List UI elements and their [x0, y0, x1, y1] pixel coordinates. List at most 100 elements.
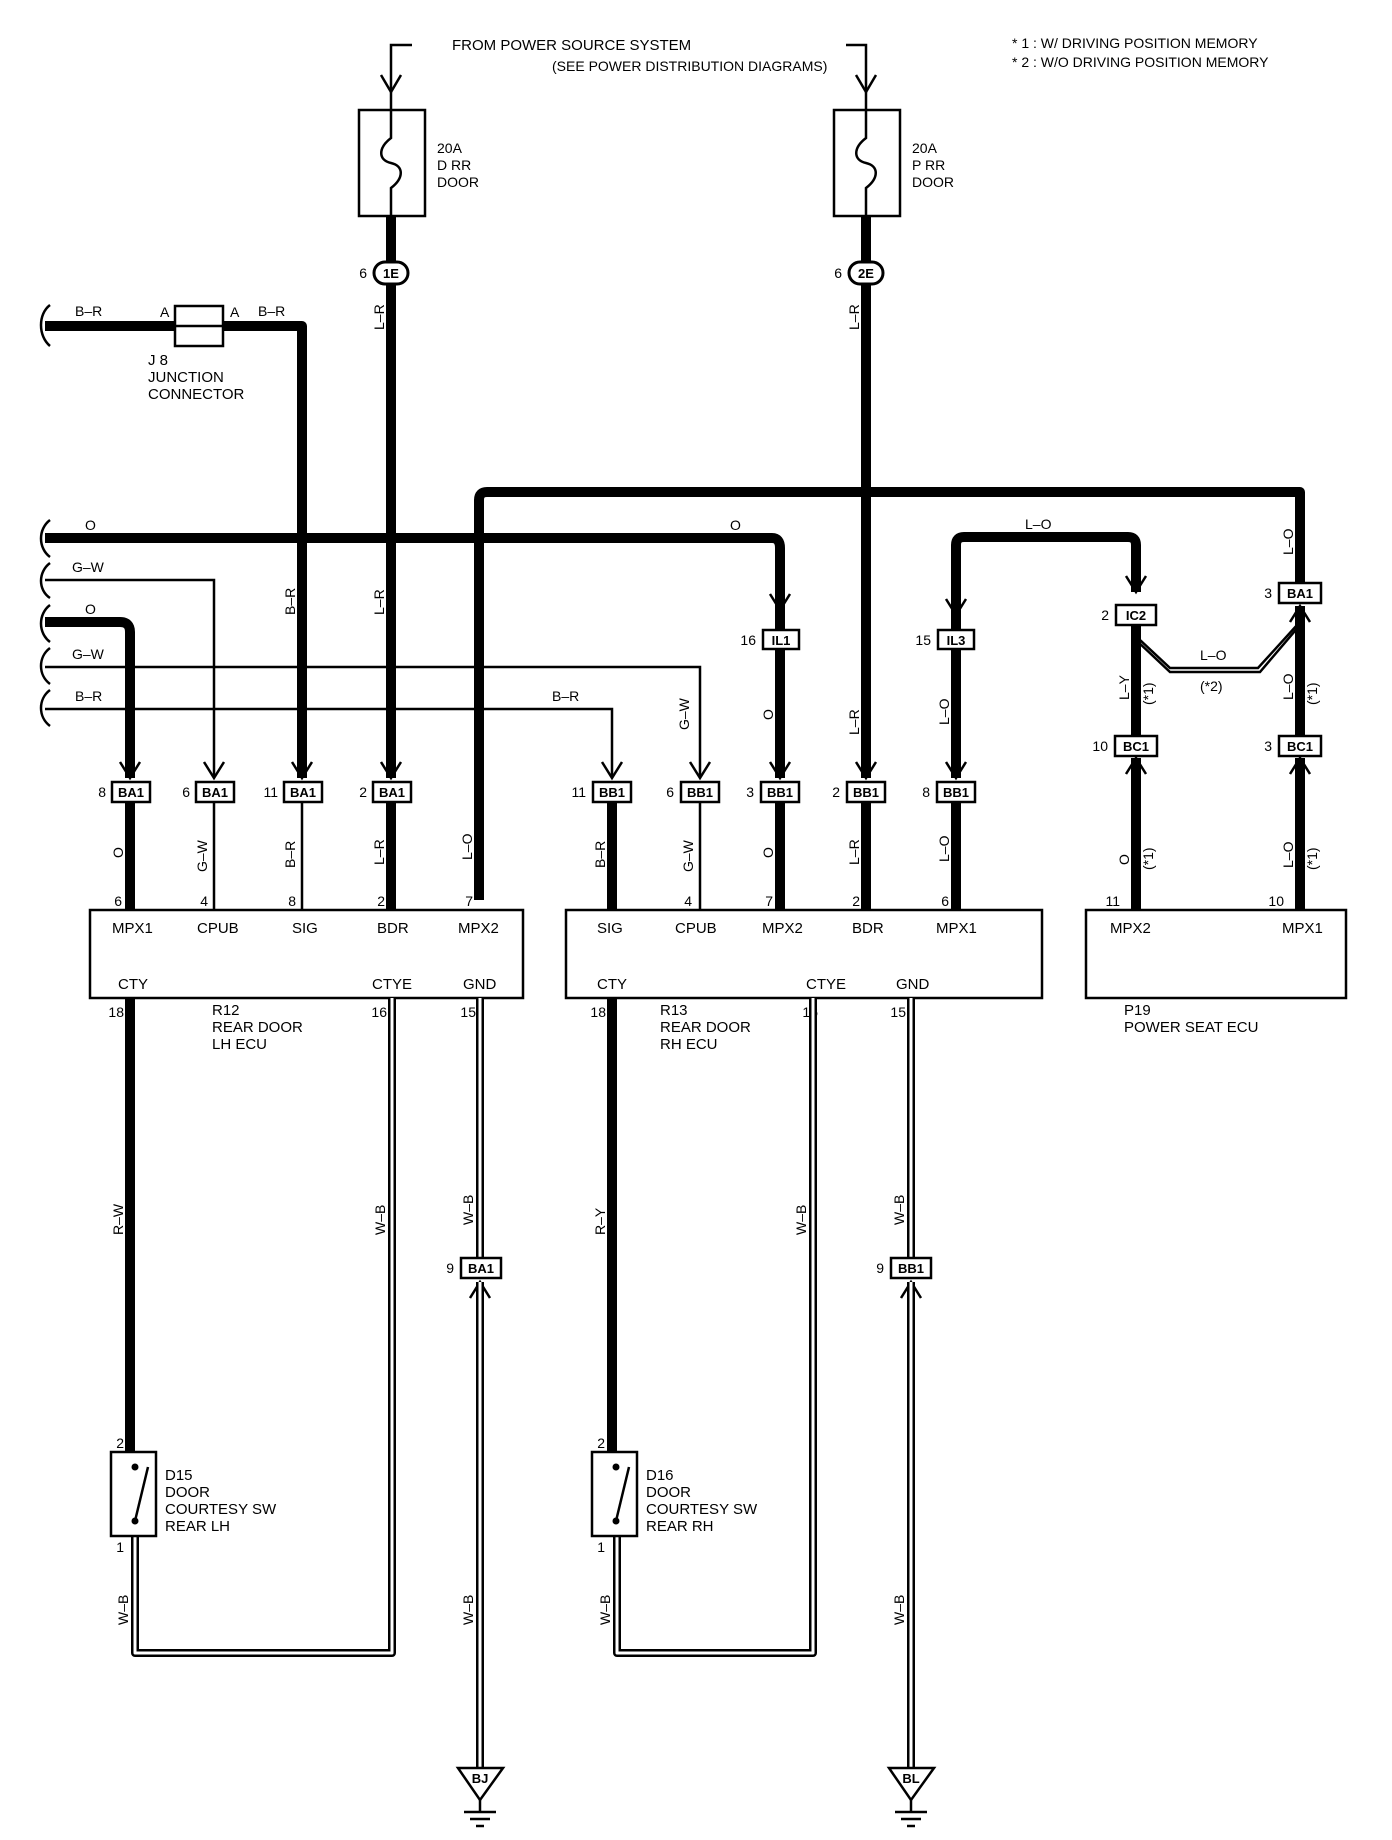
note-no-driving-memory: * 2 : W/O DRIVING POSITION MEMORY: [1012, 54, 1269, 70]
svg-text:BA1: BA1: [379, 785, 405, 800]
connector-il1: IL1 16: [740, 593, 801, 651]
connector-ba1-p19: BA1 3: [1264, 581, 1323, 623]
svg-text:(*1): (*1): [1304, 682, 1320, 705]
svg-text:DOOR: DOOR: [646, 1484, 691, 1501]
svg-text:GND: GND: [463, 976, 497, 993]
svg-text:O: O: [110, 847, 126, 858]
power-feed-left: [379, 43, 412, 110]
svg-text:L–R: L–R: [371, 839, 387, 865]
svg-text:O: O: [760, 709, 776, 720]
svg-text:B–R: B–R: [282, 588, 298, 615]
svg-text:L–R: L–R: [371, 304, 387, 330]
svg-text:CTYE: CTYE: [372, 976, 412, 993]
svg-text:9: 9: [876, 1260, 884, 1276]
svg-text:POWER SEAT ECU: POWER SEAT ECU: [1124, 1019, 1258, 1036]
ba1-connector-row: BA1 BA1 BA1 BA1 8 6 11 2: [98, 761, 413, 804]
junction-connector-j8: A A J 8 JUNCTION CONNECTOR: [148, 304, 245, 403]
svg-text:IC2: IC2: [1126, 608, 1146, 623]
svg-text:2: 2: [852, 893, 860, 909]
svg-text:20A: 20A: [437, 140, 463, 156]
svg-text:DOOR: DOOR: [912, 174, 954, 190]
svg-text:3: 3: [1264, 585, 1272, 601]
svg-text:D RR: D RR: [437, 157, 471, 173]
svg-text:A: A: [160, 304, 170, 320]
svg-text:BA1: BA1: [202, 785, 228, 800]
connector-bc1-a: BC1 10: [1092, 734, 1159, 775]
connector-bb1-ground: BB1 9: [876, 1256, 933, 1299]
svg-text:10: 10: [1092, 738, 1108, 754]
svg-text:L–O: L–O: [459, 833, 475, 860]
svg-text:18: 18: [108, 1004, 124, 1020]
svg-text:8: 8: [288, 893, 296, 909]
svg-text:2E: 2E: [858, 266, 874, 281]
svg-text:2: 2: [1101, 607, 1109, 623]
svg-text:L–O: L–O: [1280, 841, 1296, 868]
svg-text:8: 8: [922, 784, 930, 800]
svg-text:W–B: W–B: [891, 1195, 907, 1225]
svg-text:BC1: BC1: [1287, 739, 1313, 754]
svg-text:G–W: G–W: [680, 839, 696, 872]
fuse-p-rr-door: 20A P RR DOOR: [832, 108, 954, 218]
svg-text:L–R: L–R: [846, 839, 862, 865]
svg-text:4: 4: [200, 893, 208, 909]
svg-text:CTY: CTY: [118, 976, 148, 993]
fuse-d-rr-door: 20A D RR DOOR: [357, 108, 479, 218]
svg-text:L–O: L–O: [936, 835, 952, 862]
svg-text:1: 1: [116, 1539, 124, 1555]
svg-text:CPUB: CPUB: [197, 920, 239, 937]
ground-bl: BL: [886, 1766, 937, 1828]
svg-text:CPUB: CPUB: [675, 920, 717, 937]
power-distribution-label: (SEE POWER DISTRIBUTION DIAGRAMS): [552, 58, 827, 74]
svg-text:W–B: W–B: [597, 1595, 613, 1625]
svg-text:BA1: BA1: [290, 785, 316, 800]
svg-text:R–W: R–W: [110, 1203, 126, 1235]
svg-text:BB1: BB1: [943, 785, 969, 800]
note-driving-memory: * 1 : W/ DRIVING POSITION MEMORY: [1012, 35, 1258, 51]
svg-text:SIG: SIG: [597, 920, 623, 937]
svg-text:11: 11: [263, 784, 278, 800]
svg-text:BA1: BA1: [1287, 586, 1313, 601]
svg-text:LH ECU: LH ECU: [212, 1036, 267, 1053]
power-feed-right: [846, 43, 878, 110]
svg-text:B–R: B–R: [592, 841, 608, 868]
svg-text:10: 10: [1268, 893, 1284, 909]
svg-text:O: O: [85, 517, 96, 533]
svg-text:BC1: BC1: [1123, 739, 1149, 754]
svg-text:B–R: B–R: [552, 688, 579, 704]
svg-text:O: O: [760, 847, 776, 858]
svg-text:O: O: [730, 517, 741, 533]
svg-text:J 8: J 8: [148, 352, 168, 369]
svg-text:BB1: BB1: [767, 785, 793, 800]
svg-text:L–O: L–O: [1025, 516, 1052, 532]
svg-text:B–R: B–R: [258, 303, 285, 319]
svg-text:BB1: BB1: [687, 785, 713, 800]
svg-text:BB1: BB1: [853, 785, 879, 800]
svg-text:2: 2: [116, 1435, 124, 1451]
connector-2e: 2E 6: [834, 260, 885, 286]
svg-text:CONNECTOR: CONNECTOR: [148, 386, 245, 403]
svg-text:15: 15: [915, 632, 931, 648]
svg-text:(*2): (*2): [1200, 678, 1223, 694]
svg-text:2: 2: [377, 893, 385, 909]
svg-text:L–O: L–O: [1280, 673, 1296, 700]
svg-text:8: 8: [98, 784, 106, 800]
svg-text:IL3: IL3: [947, 633, 966, 648]
svg-text:6: 6: [834, 265, 842, 281]
svg-text:2: 2: [597, 1435, 605, 1451]
connector-bc1-b: BC1 3: [1264, 734, 1323, 775]
svg-text:11: 11: [571, 784, 586, 800]
ecu-r13-rear-door-rh: SIG CPUB MPX2 BDR MPX1 CTY CTYE GND R13 …: [564, 908, 1044, 1053]
ecu-p19-power-seat: MPX2 MPX1 P19 POWER SEAT ECU: [1084, 908, 1348, 1036]
switch-d16-door-courtesy-rh: 2 1 D16 DOOR COURTESY SW REAR RH: [590, 1435, 758, 1555]
connector-il3: IL3 15: [915, 598, 976, 651]
svg-text:W–B: W–B: [460, 1595, 476, 1625]
svg-text:COURTESY SW: COURTESY SW: [165, 1501, 277, 1518]
svg-text:DOOR: DOOR: [437, 174, 479, 190]
svg-text:G–W: G–W: [72, 559, 105, 575]
svg-text:JUNCTION: JUNCTION: [148, 369, 224, 386]
svg-text:MPX2: MPX2: [458, 920, 499, 937]
svg-text:G–W: G–W: [194, 839, 210, 872]
svg-text:1: 1: [597, 1539, 605, 1555]
svg-text:RH ECU: RH ECU: [660, 1036, 718, 1053]
svg-text:B–R: B–R: [75, 688, 102, 704]
